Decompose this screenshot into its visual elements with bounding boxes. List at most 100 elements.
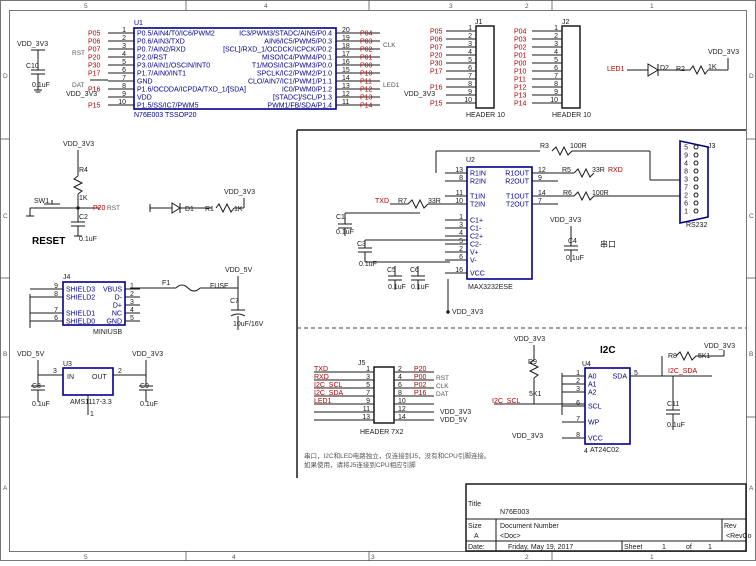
r3-value: 100R — [570, 143, 587, 150]
u1-pin-net: P07 — [88, 47, 101, 54]
j1-pin-num: 9 — [468, 89, 472, 96]
f1-ref: F1 — [162, 280, 170, 287]
zone-row-d-left: D — [3, 73, 8, 80]
j2-name: HEADER 10 — [552, 112, 591, 119]
u1-pin-net: P14 — [360, 103, 373, 110]
u1-pin-net: P01 — [360, 55, 373, 62]
u2-pin-name: R1IN — [470, 171, 486, 178]
j5-ref: J5 — [358, 360, 366, 367]
of-label: of — [686, 544, 692, 551]
u1-dat-label: DAT — [72, 82, 85, 89]
c10-capacitor: VDD_3V3 C10 0.1uF — [17, 41, 50, 93]
u2-pin-name: C2+ — [470, 234, 483, 241]
j1-pin-net: P05 — [430, 29, 443, 36]
u1-pin-num: 18 — [342, 43, 350, 50]
j5-pin-num: 4 — [398, 374, 402, 381]
usb-pin-num: 7 — [54, 307, 58, 314]
zone-col-1-bottom: 1 — [650, 554, 654, 561]
u1-pin-net: P20 — [88, 55, 101, 62]
reset-vdd-label: VDD_3V3 — [63, 141, 94, 148]
c5-value: 0.1uF — [388, 284, 406, 291]
j2-pin-net: P13 — [514, 93, 527, 100]
u1-pin-num: 16 — [342, 59, 350, 66]
j5-pin-num: 9 — [366, 398, 370, 405]
u4-pin-name: A1 — [588, 382, 597, 389]
j2-header: J2 1P042P033P024P015P006P107P118P129P131… — [514, 19, 591, 119]
u1-pin-net: P17 — [88, 71, 101, 78]
usb-pin-num: 6 — [54, 315, 58, 322]
j2-pin-num: 4 — [554, 49, 558, 56]
docnum-value: <Doc> — [500, 533, 521, 540]
j3-pin-num: 2 — [684, 193, 688, 200]
d1-ref: D1 — [185, 206, 194, 213]
zone-row-d-right: D — [749, 73, 754, 80]
j1-pin-num: 6 — [468, 65, 472, 72]
zone-col-5-top: 5 — [84, 3, 88, 10]
j5-pin-num: 8 — [398, 390, 402, 397]
u1-pin-num: 14 — [342, 75, 350, 82]
j5-clk-label: CLK — [436, 383, 449, 390]
u1-pin-net: P03 — [360, 39, 373, 46]
led2-res-value: 1K — [708, 64, 717, 71]
u1-pin-num: 1 — [122, 27, 126, 34]
u2-vdd-label: VDD_3V3 — [452, 309, 483, 316]
c4-ref: C4 — [568, 238, 577, 245]
r4-ref: R4 — [79, 167, 88, 174]
u2-pin-name: V- — [470, 258, 477, 265]
u1-pin-name: GND — [137, 79, 153, 86]
note-line1: 串口，I2C和LED电路独立，仅连接到J5，没有和CPU引脚连接。 — [304, 451, 490, 460]
usb-pin-num: 4 — [130, 307, 134, 314]
r9-ref: R9 — [528, 359, 537, 366]
c8-ref: C8 — [32, 383, 41, 390]
u1-pin-net: P16 — [88, 87, 101, 94]
u1-pin-name: [SCL]/RXD_1/OCDCK/ICPCK/P0.2 — [223, 47, 332, 54]
u2-pin-name: T1IN — [470, 194, 485, 201]
c1-value: 0.1uF — [336, 229, 354, 236]
r1-value: 1K — [234, 206, 243, 213]
u2-pin-num: 5 — [459, 238, 463, 245]
j1-pin-net: P15 — [430, 101, 443, 108]
j2-pin-num: 5 — [554, 57, 558, 64]
c2-ref: C2 — [79, 214, 88, 221]
j2-pin-net: P02 — [514, 45, 527, 52]
u1-pin-net: P12 — [360, 87, 373, 94]
usb-pin-name: SHIELD3 — [66, 287, 95, 294]
u2-pin-name: R2IN — [470, 179, 486, 186]
led2-circuit: VDD_3V3 LED1 D2 R2 1K — [607, 49, 739, 77]
u1-pin-name: VDD — [137, 95, 152, 102]
u4-pin-name: SCL — [588, 404, 602, 411]
j5-pin-net: RXD — [314, 374, 329, 381]
j1-pin-num: 2 — [468, 33, 472, 40]
j1-pin-num: 7 — [468, 73, 472, 80]
rxd-net: RXD — [608, 167, 623, 174]
u4-pin-name: VCC — [588, 436, 603, 443]
title-block: Title N76E003 Size A Document Number <Do… — [465, 483, 752, 552]
zone-row-b-left: B — [3, 351, 7, 358]
j5-pin-num: 6 — [398, 382, 402, 389]
zone-col-4-top: 4 — [264, 3, 268, 10]
u3-out: OUT — [92, 374, 108, 381]
j2-pin-net: P01 — [514, 53, 527, 60]
zone-row-b-right: B — [749, 351, 753, 358]
u1-pin-name: P3.0/AIN1/OSCIN/INT0 — [137, 63, 210, 70]
r6-ref: R6 — [563, 190, 572, 197]
u1-part: N76E003 TSSOP20 — [134, 112, 197, 119]
r1-ref: R1 — [205, 206, 214, 213]
u1-pin-name: P1.5/SS/IC7/PWM5 — [137, 103, 199, 110]
u1-pin-name: P1.6/OCDDA/ICPDA/TXD_1/[SDA] — [137, 87, 246, 94]
u2-pin-num: 12 — [538, 167, 546, 174]
usb-pin-name: D+ — [113, 303, 122, 310]
usb-vdd5-label: VDD_5V — [225, 267, 253, 274]
title-label: Title — [468, 501, 481, 508]
j2-pin-net: P14 — [514, 101, 527, 108]
u1-pin-net: P05 — [88, 31, 101, 38]
title-value: N76E003 — [500, 509, 529, 516]
u4-pin-num: 2 — [576, 378, 580, 385]
usb-pin-num: 1 — [130, 283, 134, 290]
r6-value: 100R — [592, 190, 609, 197]
c11-ref: C11 — [667, 401, 679, 408]
led1-circuit: VDD_3V3 D1 R1 1K — [149, 189, 255, 214]
